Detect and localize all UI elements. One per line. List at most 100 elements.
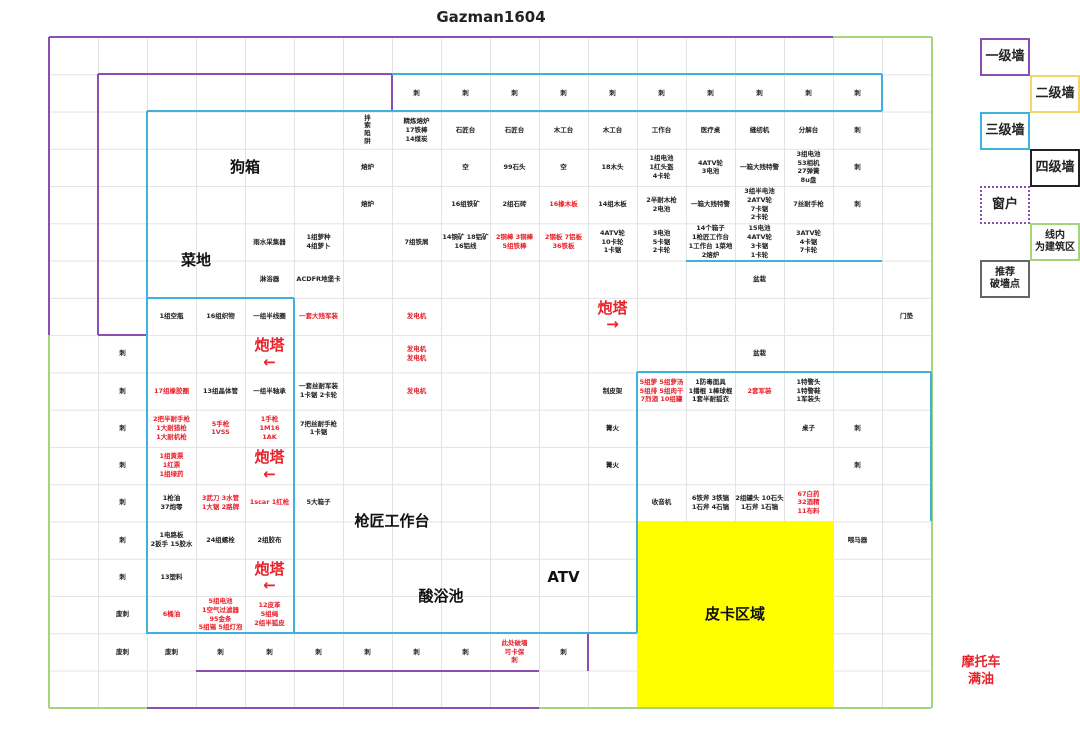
cell: 刺 <box>217 647 224 656</box>
cell: 1组空瓶 <box>159 312 184 321</box>
legend-wall-tier3: 三级墙 <box>980 112 1030 150</box>
cell: 2套军装 <box>747 386 772 395</box>
wall-tier1 <box>587 633 589 671</box>
cell: 石匠台 <box>504 125 525 134</box>
cell: 雨水采集器 <box>253 237 286 246</box>
cell: 24组螺栓 <box>206 535 235 544</box>
cell: 废刺 <box>165 647 178 656</box>
cell: 熔炉 <box>361 163 374 172</box>
cell: 2组罐头 10石头 1石斧 1石镐 <box>735 494 784 511</box>
cell: 喂马器 <box>847 535 868 544</box>
cell: 盆栽 <box>753 274 766 283</box>
cell: 16橡木板 <box>549 200 578 209</box>
cell: 刺 <box>805 88 812 97</box>
legend-wall-tier2: 二级墙 <box>1030 75 1080 113</box>
wall-tier3 <box>637 371 931 373</box>
cell: 一组半轴承 <box>253 386 286 395</box>
build-zone-line <box>48 335 50 708</box>
cell: 刺 <box>560 88 567 97</box>
cell: 67白药 32酒精 11布料 <box>797 489 820 516</box>
cell: 16组铁矿 <box>451 200 480 209</box>
cell: 一箱大残特警 <box>740 163 779 172</box>
cell: 一箱大残特警 <box>691 200 730 209</box>
cell: 2钢板 7铝板 36铁板 <box>544 233 583 250</box>
cell: 13塑料 <box>160 572 183 581</box>
atv-area: ATV <box>547 568 580 587</box>
cell: 刺 <box>119 386 126 395</box>
farm-area: 菜地 <box>180 251 211 270</box>
cell: 石匠台 <box>455 125 476 134</box>
turret-left: 炮塔 ← <box>254 448 285 483</box>
cell: 篝火 <box>606 423 619 432</box>
cell: 一套丝耐军装 1卡锯 2卡轮 <box>299 382 338 400</box>
cell: 3电池 5卡锯 2卡轮 <box>652 228 671 255</box>
cell: 空 <box>462 163 469 172</box>
cell: 发电机 <box>406 386 427 395</box>
cell: 1手枪 1M16 1AK <box>259 415 280 441</box>
cell: ACDFR地堡卡 <box>296 274 341 283</box>
turret-left: 炮塔 ← <box>254 336 285 371</box>
wall-tier3 <box>686 260 882 262</box>
cell: 3组半电池 2ATV轮 7卡锯 2卡轮 <box>744 187 775 222</box>
cell: 发电机 发电机 <box>406 344 427 362</box>
wall-tier1 <box>48 37 50 335</box>
cell: 制皮架 <box>602 386 623 395</box>
cell: 7丝耐手枪 <box>793 200 824 209</box>
cell: 刺 <box>609 88 616 97</box>
cell: 熔炉 <box>361 200 374 209</box>
cell: 刺 <box>756 88 763 97</box>
cell: 空 <box>560 163 567 172</box>
cell: 14个箱子 1枪匠工作台 1工作台 1菜地 2熔炉 <box>688 224 733 259</box>
cell: 1电路板 2扳手 15胶水 <box>150 531 193 549</box>
wall-tier3 <box>146 111 148 634</box>
cell: 3组电池 53相机 27弹簧 8u盘 <box>796 149 821 185</box>
cell: 刺 <box>854 200 861 209</box>
cell: 刺 <box>315 647 322 656</box>
cell: 盆栽 <box>753 349 766 358</box>
acid-bath-area: 酸浴池 <box>418 586 464 605</box>
gunsmith-area: 枪匠工作台 <box>354 512 430 531</box>
cell: 刺 <box>854 88 861 97</box>
cell: 1防毒面具 1播棍 1棒球棍 1套半耐狐衣 <box>688 377 733 404</box>
cell: 篝火 <box>606 461 619 470</box>
wall-tier3 <box>293 298 295 633</box>
cell: 16组织物 <box>206 312 235 321</box>
cell: 12皮革 5组绳 2组半狐皮 <box>254 601 285 627</box>
cell: 18木头 <box>601 163 624 172</box>
wall-tier1 <box>98 73 392 75</box>
cell: 一组半线圈 <box>253 312 286 321</box>
cell: 15电池 4ATV轮 3卡锯 1卡轮 <box>746 224 772 259</box>
cell: 木工台 <box>602 125 623 134</box>
cell: 刺 <box>511 88 518 97</box>
cell: 6桶油 <box>162 610 181 619</box>
cell: 门垫 <box>900 312 913 321</box>
cell: 17组橡胶圈 <box>153 386 190 395</box>
wall-tier1 <box>196 670 539 672</box>
wall-tier3 <box>147 110 882 112</box>
turret-left: 炮塔 ← <box>254 559 285 595</box>
cell: 刺 <box>560 647 567 656</box>
wall-tier1 <box>49 36 833 38</box>
cell: 刺 <box>413 88 420 97</box>
cell: 发电机 <box>406 312 427 321</box>
cell: 桌子 <box>802 423 815 432</box>
legend-wall-tier4: 四级墙 <box>1030 149 1080 187</box>
cell: 4ATV轮 3电池 <box>697 158 723 176</box>
cell: 1组萝种 4组萝卜 <box>306 233 331 250</box>
cell: 刺 <box>462 88 469 97</box>
wall-tier1 <box>147 707 539 709</box>
cell: 拌 索 陷 阱 <box>364 113 371 145</box>
wall-tier3 <box>392 73 882 75</box>
wall-tier3 <box>147 297 294 299</box>
cell: 刺 <box>119 572 126 581</box>
motorcycle-note: 摩托车 满油 <box>961 655 1001 687</box>
cell: 5手枪 1VSS <box>211 419 230 437</box>
wall-tier3 <box>636 372 638 633</box>
cell: 5组电池 1空气过滤器 95金条 5组锡 5组灯泡 <box>198 597 243 632</box>
cell: 收音机 <box>651 498 672 507</box>
cell: 1组黄票 1红票 1组绿药 <box>159 452 184 478</box>
wall-tier1 <box>98 334 147 336</box>
dog-box-area: 狗箱 <box>229 158 260 177</box>
cell: 刺 <box>854 125 861 134</box>
cell: 刺 <box>854 163 861 172</box>
